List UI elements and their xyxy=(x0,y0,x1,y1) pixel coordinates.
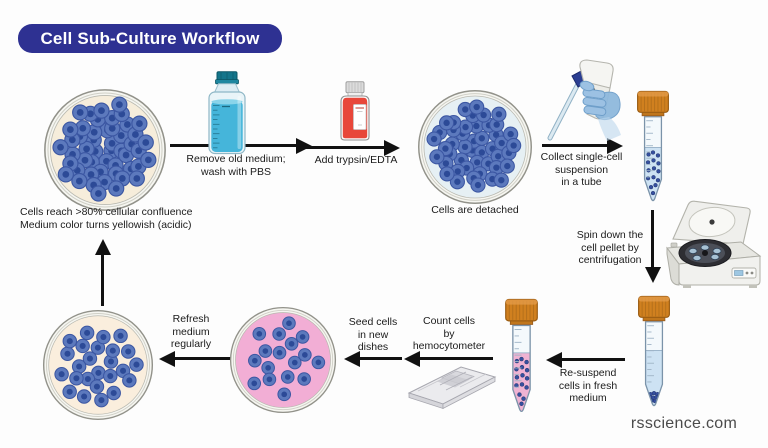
arrow-refresh-medium xyxy=(175,357,240,360)
label-resuspend: Re-suspend cells in fresh medium xyxy=(558,367,618,404)
conical-tube-pellet-icon xyxy=(638,295,670,407)
label-remove-medium: Remove old medium; wash with PBS xyxy=(186,153,286,178)
arrow-spin-down xyxy=(651,210,654,267)
arrow-count-cells xyxy=(420,357,493,360)
arrow-add-trypsin xyxy=(306,146,384,149)
label-collect: Collect single-cell suspension in a tube xyxy=(540,151,623,188)
arrow-resuspend xyxy=(562,358,625,361)
trypsin-bottle-icon xyxy=(340,81,370,141)
label-detached: Cells are detached xyxy=(431,204,519,216)
arrow-seed-cells xyxy=(360,357,402,360)
petri-dish-refreshed-icon xyxy=(42,309,154,421)
pipette-controller-icon xyxy=(547,59,621,141)
arrow-collect-suspension xyxy=(542,144,607,147)
hemocytometer-icon xyxy=(407,366,497,410)
petri-dish-confluent-icon xyxy=(44,89,166,211)
label-confluence: Cells reach >80% cellular confluence Med… xyxy=(20,206,193,231)
conical-tube-resuspended-icon xyxy=(505,298,538,413)
page-title: Cell Sub-Culture Workflow xyxy=(40,28,260,48)
label-seed: Seed cells in new dishes xyxy=(348,316,398,353)
centrifuge-icon xyxy=(666,200,762,288)
label-add-trypsin: Add trypsin/EDTA xyxy=(314,154,398,166)
label-count: Count cells by hemocytometer xyxy=(412,315,486,352)
watermark: rsscience.com xyxy=(630,415,738,432)
petri-dish-seeded-icon xyxy=(229,306,337,414)
label-spin: Spin down the cell pellet by centrifugat… xyxy=(576,229,644,266)
arrow-cycle-up xyxy=(101,255,104,306)
petri-dish-detached-icon xyxy=(418,90,532,204)
label-refresh: Refresh medium regularly xyxy=(170,313,212,350)
title-badge: Cell Sub-Culture Workflow xyxy=(18,24,282,53)
conical-tube-suspension-icon xyxy=(637,90,669,202)
pbs-bottle-icon xyxy=(208,71,246,155)
